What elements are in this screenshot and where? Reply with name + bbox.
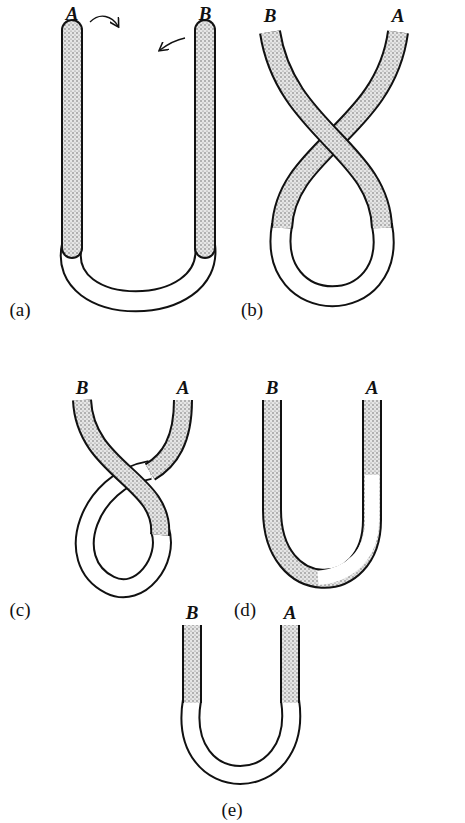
ribbon-b	[270, 32, 398, 296]
end-label: B	[199, 4, 212, 23]
panel-label: (a)	[9, 300, 30, 319]
ribbon-c	[82, 400, 183, 588]
panel-label: (d)	[234, 600, 256, 619]
ribbon-d	[272, 400, 372, 579]
end-label: B	[266, 378, 279, 397]
ribbon-e	[190, 625, 291, 775]
end-label: A	[66, 4, 79, 23]
panel-label: (b)	[241, 300, 263, 319]
end-label: A	[366, 378, 379, 397]
ribbon-a	[71, 16, 206, 301]
panel-label: (e)	[221, 800, 242, 819]
end-label: B	[76, 378, 89, 397]
panel-label: (c)	[9, 600, 30, 619]
end-label: B	[186, 603, 199, 622]
end-label: B	[264, 6, 277, 25]
end-label: A	[284, 603, 297, 622]
end-label: A	[392, 6, 405, 25]
end-label: A	[177, 378, 190, 397]
